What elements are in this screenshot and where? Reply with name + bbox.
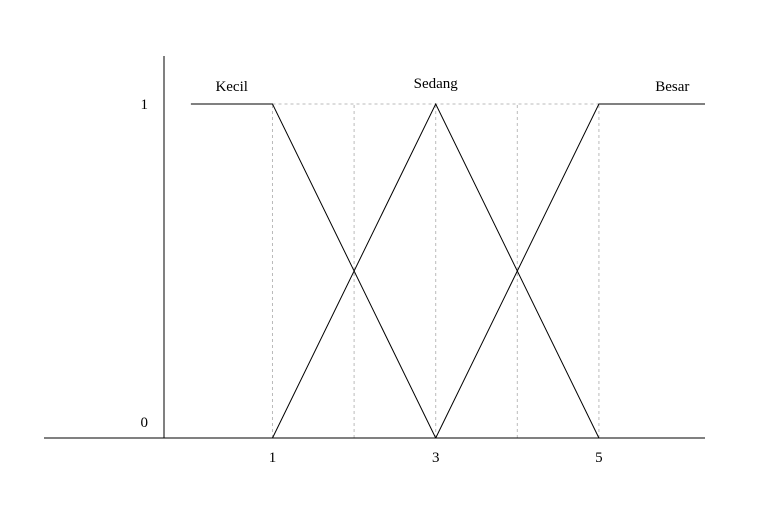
x-tick-label-3: 3 xyxy=(432,450,440,466)
series-line-kecil xyxy=(190,103,437,439)
series-group xyxy=(190,102,705,439)
y-tick-label-1: 1 xyxy=(141,97,149,113)
series-line-sedang xyxy=(272,102,600,439)
set-label-kecil: Kecil xyxy=(215,79,247,95)
series-line-besar xyxy=(435,103,705,439)
set-label-sedang: Sedang xyxy=(414,76,459,92)
axes xyxy=(44,56,705,439)
labels-group: 1 3 5 0 1 Kecil Sedang Besar xyxy=(141,76,690,466)
x-tick-label-1: 1 xyxy=(269,450,277,466)
x-tick-label-5: 5 xyxy=(595,450,603,466)
set-label-besar: Besar xyxy=(655,79,689,95)
y-tick-label-0: 0 xyxy=(141,415,149,431)
guide-lines xyxy=(271,103,600,438)
